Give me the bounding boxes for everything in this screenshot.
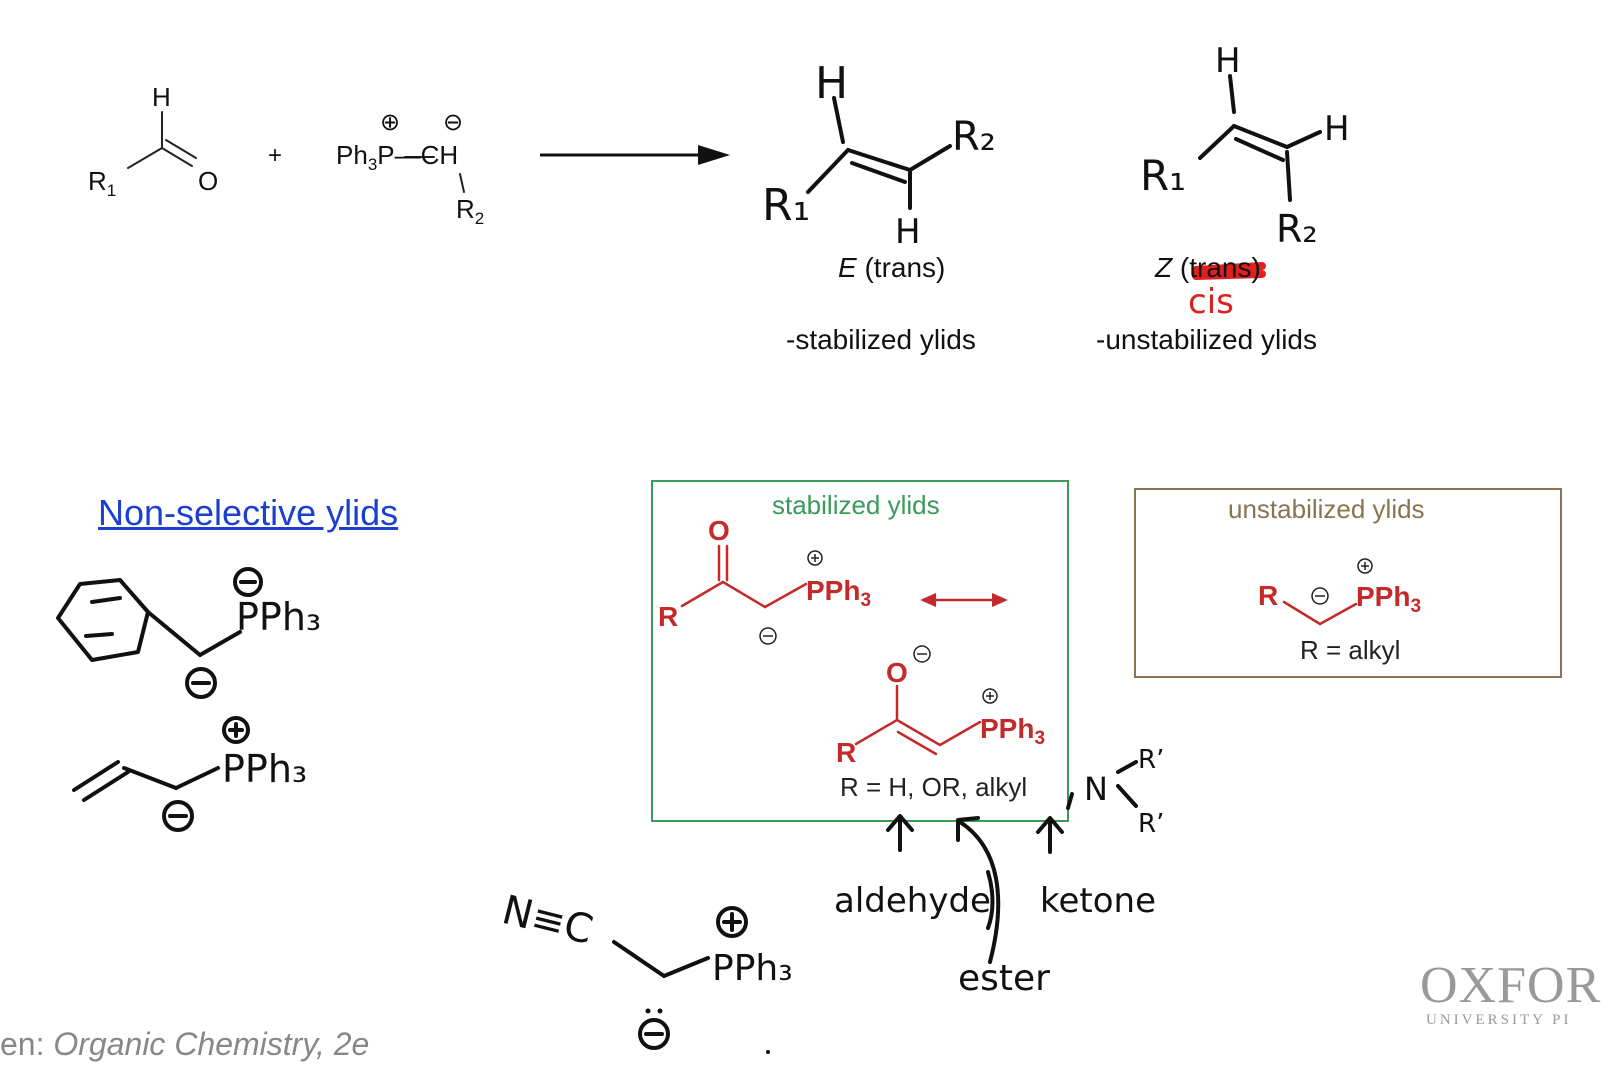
oxford-logo: OXFOR [1420,957,1602,1014]
ester-annotation: ester [958,958,1050,999]
unstabilized-title: unstabilized ylids [1228,494,1425,524]
ylid-formula: Ph3P—CH [336,140,458,175]
benzyl-pph3: PPh₃ [236,595,321,639]
e-r2: R₂ [952,114,996,160]
z-label: Z (trans) [1155,252,1261,284]
cis-correction: cis [1188,282,1234,322]
aldehyde-h: H [152,82,171,112]
unstab-pph3: PPh3 [1356,581,1421,617]
ylid-r-letter: R [456,194,475,224]
red-strikeout [1192,262,1266,280]
e-h-top: H [815,58,848,109]
stabilized-box [651,480,1069,822]
z-h-right: H [1324,109,1350,149]
ylid-ph: Ph [336,140,368,170]
citation: en: Organic Chemistry, 2e [0,1026,369,1063]
e-label: E (trans) [838,252,945,284]
allyl-pph3: PPh₃ [222,747,307,791]
e-r1: R₁ [762,180,810,231]
stab-r1: R [658,601,678,632]
z-close: ) [1251,252,1261,283]
aldehyde-annotation: aldehyde [834,881,991,921]
plus-sign: + [268,142,283,169]
allyl-ylid: PPh₃ [72,716,307,832]
e-h-bottom: H [895,212,921,252]
unstab-pph3-text: PPh [1356,581,1410,612]
stab-r-def: R = H, OR, alkyl [840,772,1027,802]
stab-r2: R [836,737,856,768]
amide-r2: R’ [1138,809,1164,839]
unstabilized-box [1134,488,1562,678]
z-alkene-drawing: H H R₁ R₂ [1140,41,1350,251]
stab-pph3-2: PPh3 [980,713,1045,749]
unstab-r-def: R = alkyl [1300,635,1400,665]
stab-pph3-2-sub: 3 [1034,728,1045,749]
non-selective-title: Non-selective ylids [98,492,399,533]
ylid-p-ch: P—CH [377,140,459,170]
amide-r1: R’ [1138,745,1164,775]
amide-n: N [1084,770,1108,808]
stab-pph3-1-sub: 3 [860,590,871,611]
e-alkene-drawing: H R₂ R₁ H [762,58,996,252]
unstab-pph3-sub: 3 [1410,596,1421,617]
citation-title: Organic Chemistry, 2e [53,1026,370,1062]
stab-o2: O [886,657,908,688]
ylid-ph-sub: 3 [367,155,378,175]
citation-prefix: en: [0,1026,54,1062]
nitrile-pph3: PPh₃ [712,948,793,989]
aldehyde-r1: R1 [88,166,116,201]
benzyl-ylid: PPh₃ [56,567,321,699]
annotation-arrows [886,760,1138,964]
z-letter: Z [1155,252,1173,283]
stab-pph3-1-text: PPh [806,575,860,606]
stab-o1: O [708,515,730,546]
e-rest: (trans) [864,252,946,283]
e-letter: E [838,252,857,283]
nitrile-nc: N≡C [498,887,598,954]
z-struck: trans [1189,252,1252,283]
stabilized-title: stabilized ylids [772,490,940,520]
z-open: ( [1179,252,1190,283]
stab-pph3-1: PPh3 [806,575,871,611]
aldehyde-r-sub: 1 [106,181,117,201]
e-note: -stabilized ylids [786,324,976,355]
z-r2: R₂ [1276,207,1318,251]
z-h-top: H [1215,41,1241,81]
ylid-r-sub: 2 [474,209,485,229]
nitrile-ylid: N≡C PPh₃ [498,887,793,1054]
ylid-r2: R2 [456,194,484,229]
ylid-plus-charge: ⊕ [380,109,401,136]
ketone-annotation: ketone [1040,881,1156,921]
z-note: -unstabilized ylids [1096,324,1317,355]
oxford-logo-sub: UNIVERSITY PI [1426,1012,1572,1028]
z-r1: R₁ [1140,151,1186,200]
aldehyde-o: O [198,166,219,196]
aldehyde-r-letter: R [88,166,107,196]
stab-pph3-2-text: PPh [980,713,1034,744]
unstab-r: R [1258,580,1278,611]
ylid-minus-charge: ⊖ [443,109,464,136]
